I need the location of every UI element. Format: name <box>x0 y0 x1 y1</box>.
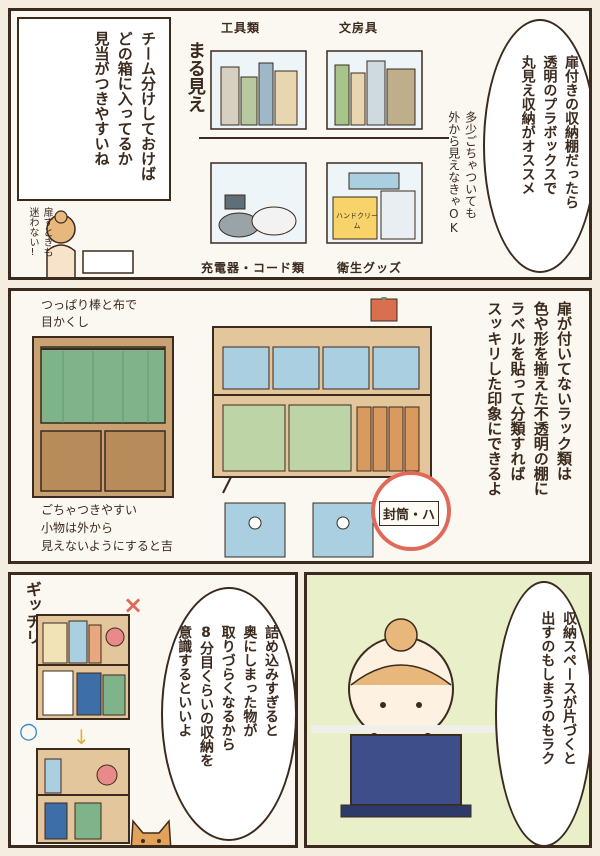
open-shelf-illustration <box>199 50 449 244</box>
speech-bubble: 扉付きの収納棚だったら 透明のプラボックスで 丸見え収納がオススメ <box>483 19 589 273</box>
speech-text-2: 詰め込みすぎると 奥にしまった物が 取りづらくなるから 8分目くらいの収納を 意… <box>176 625 279 767</box>
hand-note-curtain: つっぱり棒と布で 目かくし <box>41 298 138 329</box>
item-label-hand-cream: ハンドクリーム <box>336 212 378 230</box>
panel-clear-boxes: チーム分けしておけば どの箱に入ってるか 見当がつきやすいね 扉すときも 迷わな… <box>8 8 592 280</box>
speech-bubble-2: 詰め込みすぎると 奥にしまった物が 取りづらくなるから 8分目くらいの収納を 意… <box>161 587 295 841</box>
narration-text: チーム分けしておけば どの箱に入ってるか 見当がつきやすいね <box>92 31 158 181</box>
panel-opaque-boxes: つっぱり棒と布で 目かくし ごちゃつきやすい 小物は外から 見えないようにすると… <box>8 288 592 564</box>
hand-note-door: 扉すときも 迷わない! <box>27 207 52 258</box>
girl-carrying-box-illustration <box>46 210 134 277</box>
tidy-shelf-illustration <box>36 748 130 844</box>
speech-bubble-3: 収納スペースが片づくと 出すのもしまうのもラク <box>495 581 589 845</box>
bad-mark: × <box>123 591 144 619</box>
zoom-label-circle: 封筒・ハ <box>371 471 451 551</box>
cat-illustration <box>130 819 172 845</box>
box-label-hygiene: 衛生グッズ <box>337 261 403 275</box>
down-arrow: ↓ <box>73 725 90 749</box>
panel-pack-tight: ギッチリ × ↓ ○ 詰め込みすぎると 奥にしまった物が 取りづらくなるから 8… <box>8 572 298 848</box>
panel-tidy-result: 収納スペースが片づくと 出すのもしまうのもラク <box>304 572 592 848</box>
good-mark: ○ <box>19 719 39 744</box>
rack-opaque-boxes-illustration <box>212 297 432 558</box>
box-label-stationery: 文房具 <box>339 21 379 35</box>
curtain-shelf-illustration <box>32 336 174 498</box>
hand-note-bottom: ごちゃつきやすい 小物は外から 見えないようにすると吉 <box>41 503 173 553</box>
box-label-tools: 工具類 <box>221 21 261 35</box>
hand-note-ok: 多少ごちゃついても 外から見えなきゃOK <box>446 111 478 235</box>
side-label-maru-mie: まる見え <box>184 41 206 113</box>
zoom-label-text: 封筒・ハ <box>379 501 440 526</box>
girl-tidy-illustration <box>311 618 511 818</box>
narration-text-2: 扉が付いてないラック類は 色や形を揃えた不透明の棚に ラベルを貼って分類すれば … <box>485 301 573 496</box>
narration-text-3: 収納スペースが片づくと 出すのもしまうのもラク <box>539 611 577 765</box>
speech-text: 扉付きの収納棚だったら 透明のプラボックスで 丸見え収納がオススメ <box>519 55 579 209</box>
narration-box: チーム分けしておけば どの箱に入ってるか 見当がつきやすいね <box>17 17 171 201</box>
packed-shelf-illustration <box>36 614 130 720</box>
box-label-chargers: 充電器・コード類 <box>201 261 306 275</box>
